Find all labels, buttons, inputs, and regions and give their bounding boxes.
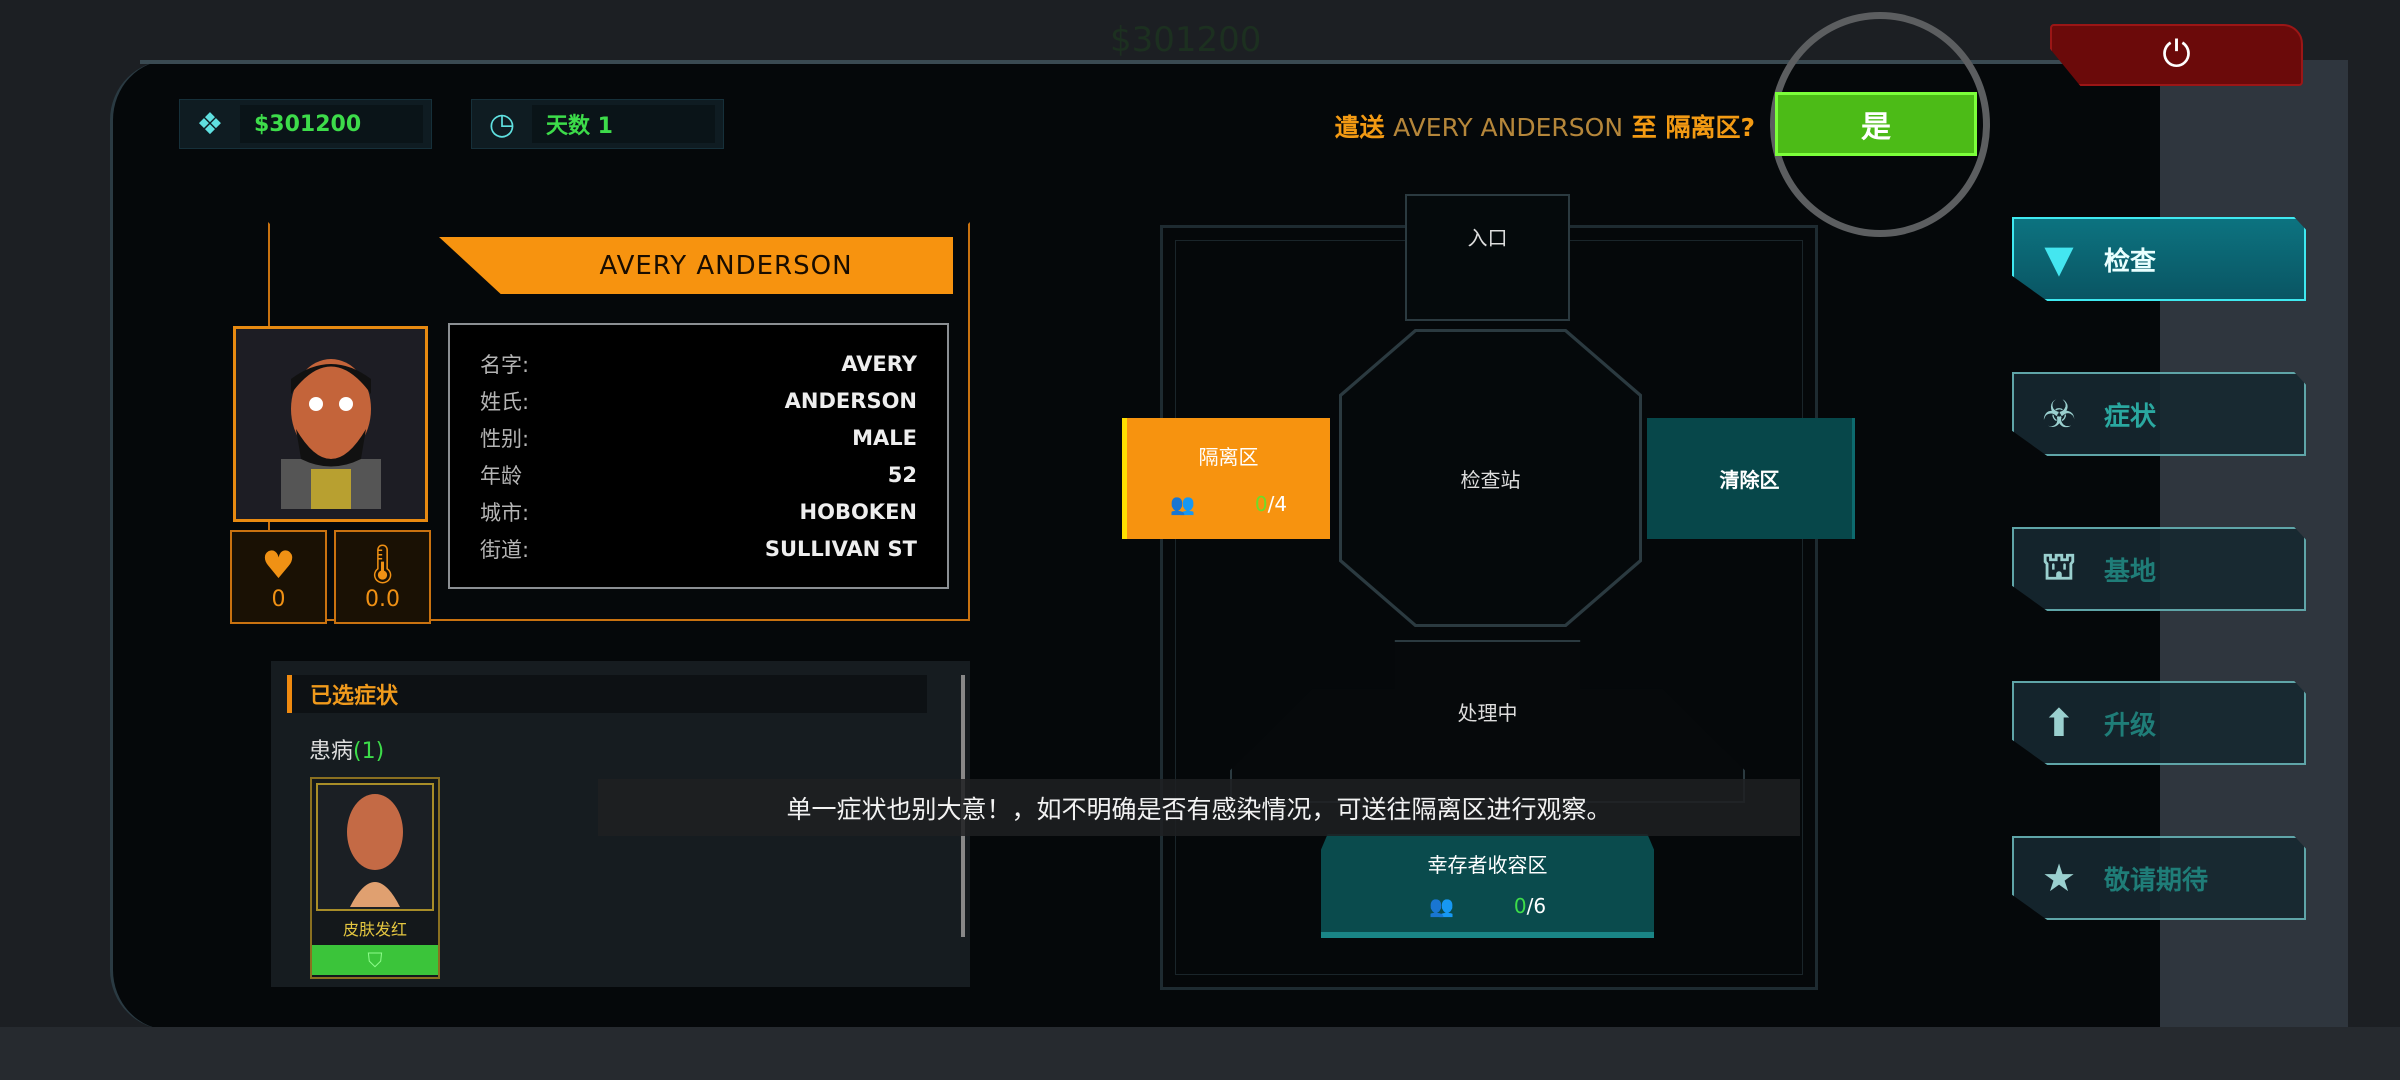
info-row-street: 街道: SULLIVAN ST bbox=[480, 530, 917, 567]
people-icon: 👥 bbox=[1169, 492, 1195, 516]
info-value: HOBOKEN bbox=[799, 499, 917, 524]
room-label: 检查站 bbox=[1460, 467, 1521, 492]
patient-info-box: 名字: AVERY 姓氏: ANDERSON 性别: MALE 年龄 52 城市: HOB… bbox=[448, 323, 949, 589]
days-display: ◷ 天数 1 bbox=[471, 99, 724, 149]
info-key: 姓氏: bbox=[480, 389, 530, 414]
room-checkpoint[interactable]: 检查站 bbox=[1342, 332, 1639, 624]
patient-portrait bbox=[233, 326, 428, 522]
upgrade-icon: ⬆ bbox=[2043, 701, 2075, 745]
room-quarantine[interactable]: 隔离区 👥 0/4 bbox=[1122, 418, 1330, 539]
info-value: 52 bbox=[887, 462, 917, 487]
info-key: 名字: bbox=[480, 352, 530, 377]
room-label: 处理中 bbox=[1457, 701, 1518, 725]
room-label: 入口 bbox=[1467, 226, 1508, 250]
info-value: SULLIVAN ST bbox=[764, 536, 917, 561]
menu-label: 升级 bbox=[2104, 710, 2157, 741]
power-icon: ⏻ bbox=[2162, 34, 2191, 75]
room-label: 隔离区 bbox=[1198, 445, 1259, 469]
menu-base[interactable]: ⛫ 基地 bbox=[2012, 527, 2306, 611]
occupancy-capacity: /6 bbox=[1526, 893, 1547, 918]
menu-label: 症状 bbox=[2104, 401, 2157, 432]
biohazard-icon: ☣ bbox=[2041, 392, 2077, 436]
menu-inspect[interactable]: ▼ 检查 bbox=[2012, 217, 2306, 301]
menu-coming-soon[interactable]: ★ 敬请期待 bbox=[2012, 836, 2306, 920]
symptoms-header: 已选症状 bbox=[287, 675, 927, 713]
occupancy-current: 0 bbox=[1513, 893, 1527, 918]
info-key: 性别: bbox=[480, 426, 530, 451]
send-prompt: 遣送 AVERY ANDERSON 至 隔离区? bbox=[1290, 108, 1755, 144]
occupancy-capacity: /4 bbox=[1267, 492, 1288, 516]
ghost-money-text: $301200 bbox=[1110, 20, 1262, 60]
temperature-value: 0.0 bbox=[365, 587, 400, 612]
info-key: 街道: bbox=[480, 537, 530, 562]
menu-label: 基地 bbox=[2104, 556, 2157, 587]
symptom-count: 患病(1) bbox=[309, 733, 384, 765]
clock-icon: ◷ bbox=[488, 106, 516, 142]
frame-top-line bbox=[140, 60, 2100, 64]
yes-button[interactable]: 是 bbox=[1775, 92, 1977, 156]
days-value: 天数 1 bbox=[532, 105, 715, 143]
info-key: 城市: bbox=[480, 500, 530, 525]
prompt-middle: 至 bbox=[1631, 113, 1657, 142]
info-value: AVERY bbox=[841, 351, 917, 376]
money-value: $301200 bbox=[240, 105, 423, 143]
menu-upgrade[interactable]: ⬆ 升级 bbox=[2012, 681, 2306, 765]
frame-bottom bbox=[0, 1027, 2400, 1080]
money-display: ❖ $301200 bbox=[179, 99, 432, 149]
info-row-last-name: 姓氏: ANDERSON bbox=[480, 382, 917, 419]
survivor-occupancy: 👥 0/6 bbox=[1429, 894, 1546, 918]
power-button[interactable]: ⏻ bbox=[2050, 24, 2303, 86]
heart-rate-box: ♥0 bbox=[230, 530, 327, 624]
info-row-city: 城市: HOBOKEN bbox=[480, 493, 917, 530]
symptom-count-label: 患病 bbox=[309, 739, 354, 764]
heart-rate-value: 0 bbox=[271, 586, 286, 612]
people-icon: 👥 bbox=[1428, 893, 1454, 918]
tip-banner: 单一症状也别大意！，如不明确是否有感染情况，可送往隔离区进行观察。 bbox=[598, 779, 1800, 836]
room-survivor-shelter[interactable]: 幸存者收容区 👥 0/6 bbox=[1321, 834, 1654, 938]
menu-label: 检查 bbox=[2104, 246, 2157, 277]
heart-icon: ♥ bbox=[261, 542, 296, 587]
symptom-label: 皮肤发红 bbox=[342, 920, 407, 939]
shield-check-icon: ⛉ bbox=[312, 945, 438, 975]
prompt-target: 隔离区? bbox=[1665, 113, 1755, 142]
prompt-prefix: 遣送 bbox=[1334, 113, 1385, 142]
patient-name-banner: AVERY ANDERSON bbox=[439, 237, 953, 294]
info-row-age: 年龄 52 bbox=[480, 456, 917, 493]
info-value: ANDERSON bbox=[784, 388, 917, 413]
prompt-name: AVERY ANDERSON bbox=[1393, 113, 1624, 142]
room-entrance[interactable]: 入口 bbox=[1405, 194, 1570, 321]
info-row-first-name: 名字: AVERY bbox=[480, 345, 917, 382]
symptom-image bbox=[316, 783, 434, 911]
menu-label: 敬请期待 bbox=[2104, 865, 2209, 896]
scanner-icon: ▼ bbox=[2044, 237, 2074, 281]
room-label: 幸存者收容区 bbox=[1427, 852, 1548, 877]
highlight-circle bbox=[1770, 12, 1990, 237]
menu-symptoms[interactable]: ☣ 症状 bbox=[2012, 372, 2306, 456]
thermometer-icon: 🌡 bbox=[358, 542, 407, 586]
symptom-card[interactable]: 皮肤发红 ⛉ bbox=[310, 777, 440, 979]
info-key: 年龄 bbox=[480, 463, 522, 488]
temperature-box: 🌡0.0 bbox=[334, 530, 431, 624]
cash-icon: ❖ bbox=[196, 106, 224, 142]
base-icon: ⛫ bbox=[2041, 544, 2077, 588]
info-value: MALE bbox=[852, 425, 917, 450]
symptom-count-value: (1) bbox=[353, 739, 385, 764]
quarantine-occupancy: 👥 0/4 bbox=[1170, 492, 1287, 516]
info-row-gender: 性别: MALE bbox=[480, 419, 917, 456]
room-clearance[interactable]: 清除区 bbox=[1647, 418, 1855, 539]
room-label: 清除区 bbox=[1719, 468, 1780, 492]
book-star-icon: ★ bbox=[2041, 856, 2077, 900]
occupancy-current: 0 bbox=[1254, 492, 1268, 516]
